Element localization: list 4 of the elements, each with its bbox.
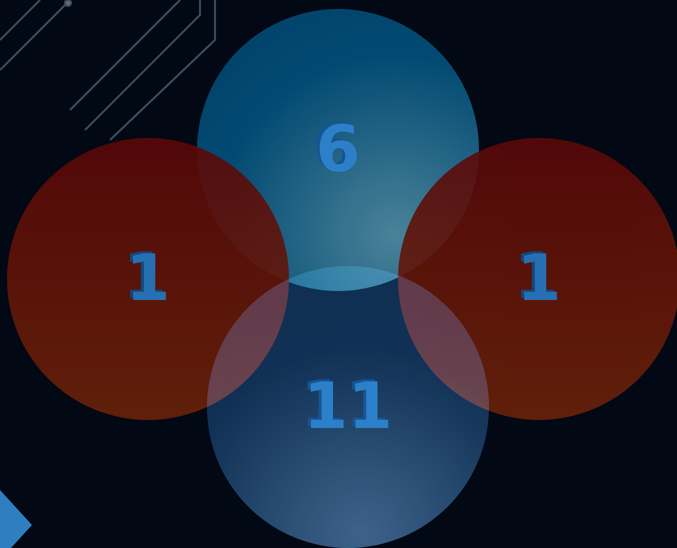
- count-number: 1: [516, 247, 562, 311]
- count-number: 11: [303, 375, 393, 439]
- count-number: 1: [126, 247, 170, 311]
- count-number: 6: [316, 118, 360, 182]
